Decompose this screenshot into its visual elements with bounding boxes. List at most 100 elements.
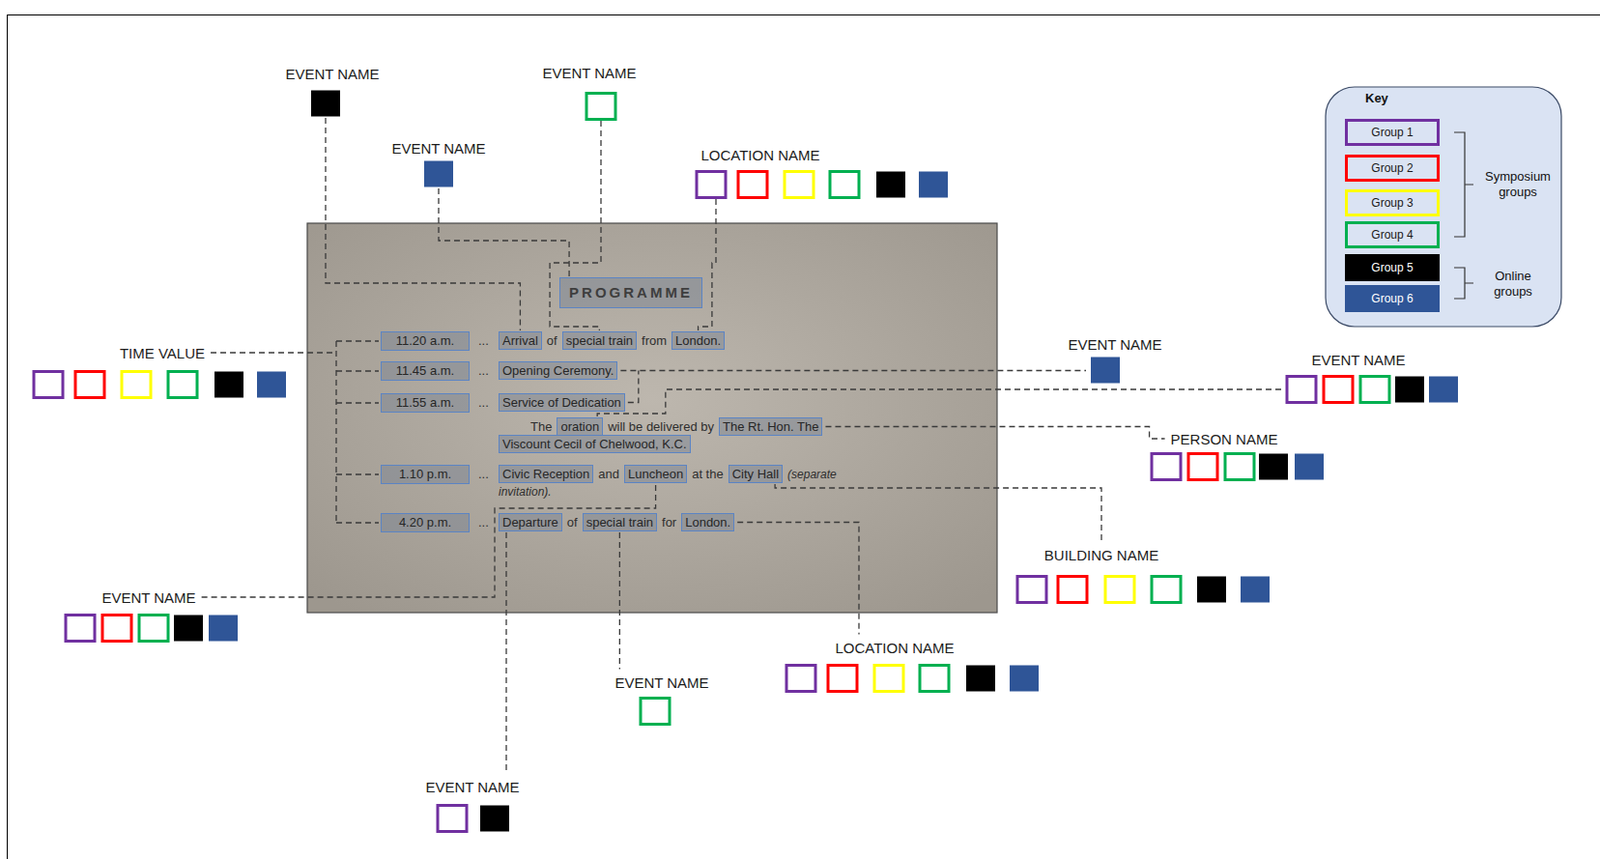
entity-type-label: EVENT NAME (425, 778, 519, 796)
legend-swatch: Group 1 (1344, 118, 1440, 146)
group-mark (1323, 376, 1353, 403)
node-text: Departure (502, 514, 559, 530)
group-mark (480, 805, 510, 832)
leader-line (505, 532, 507, 774)
entity-type-label: EVENT NAME (614, 674, 709, 691)
group-mark (1360, 376, 1390, 403)
leader-dots: ... (478, 464, 489, 485)
leader-line (620, 370, 1086, 372)
leader-line (698, 199, 716, 331)
leader-line (336, 370, 379, 372)
node-text: Arrival (502, 333, 539, 348)
legend-text: Group 2 (1371, 161, 1413, 175)
annotated-span-box: oration (556, 417, 603, 436)
leader-line (825, 427, 1165, 440)
programme-photo (307, 223, 998, 613)
group-mark (1151, 576, 1181, 603)
group-mark (829, 171, 859, 199)
programme-text: The (530, 419, 552, 434)
group-mark (828, 665, 858, 692)
annotated-span-box: Opening Ceremony. (498, 361, 618, 380)
node-text: London. (685, 514, 731, 530)
group-mark (1428, 376, 1458, 403)
legend-text: Group 6 (1371, 291, 1413, 306)
group-mark (1151, 454, 1181, 481)
annotated-span-box: special train (562, 331, 637, 350)
entity-type-label: LOCATION NAME (834, 639, 954, 657)
node-text: 11.20 a.m. (396, 333, 455, 348)
programme-line: Opening Ceremony. (498, 362, 623, 380)
node-text: special train (566, 333, 633, 348)
annotated-span-box: Departure (498, 513, 563, 532)
group-mark (33, 371, 63, 399)
group-mark (1286, 376, 1316, 403)
programme-line: Civic ReceptionandLuncheonat theCity Hal… (498, 465, 881, 501)
group-mark (586, 93, 616, 120)
leader-line (336, 521, 379, 523)
entity-type-label: EVENT NAME (285, 65, 379, 83)
group-mark (738, 171, 768, 199)
leader-line (336, 401, 379, 403)
node-text: London. (675, 333, 721, 348)
programme-text: from (641, 333, 667, 348)
node-text: 11.55 a.m. (396, 395, 455, 410)
programme-text: at the (691, 466, 724, 482)
leader-line (325, 117, 520, 331)
group-mark (214, 371, 244, 399)
key-title: Key (1365, 90, 1389, 106)
group-mark (640, 698, 670, 725)
group-mark (75, 371, 105, 399)
programme-line: Departureofspecial trainforLondon. (498, 514, 740, 532)
programme-line: Arrivalofspecial trainfromLondon. (498, 332, 730, 350)
annotated-span-box: Civic Reception (498, 464, 594, 484)
legend-swatch: Group 3 (1344, 189, 1440, 217)
group-mark (876, 171, 906, 199)
leader-dots: ... (478, 361, 489, 381)
group-mark (1105, 576, 1135, 603)
entity-type-label: EVENT NAME (1311, 351, 1405, 369)
group-mark (1057, 576, 1087, 603)
leader-dots: ... (478, 331, 489, 351)
node-text: Luncheon (628, 466, 684, 482)
group-mark (918, 171, 948, 199)
node-text: oration (560, 419, 600, 434)
entity-type-label: PERSON NAME (1171, 430, 1279, 448)
group-mark (784, 171, 814, 199)
time-span-box: 4.20 p.m. (380, 513, 470, 533)
node-text: City Hall (732, 466, 779, 482)
leader-line (210, 351, 337, 353)
group-category-label: Online groups (1474, 268, 1552, 300)
programme-text: of (567, 514, 578, 530)
leader-line (774, 484, 1102, 543)
leader-line (619, 532, 621, 670)
outer-frame (7, 15, 1600, 859)
programme-line: Service of Dedication (498, 394, 630, 412)
group-mark (121, 371, 151, 399)
annotated-span-box: London. (671, 331, 725, 350)
legend-swatch: Group 2 (1344, 154, 1440, 182)
node-text: 11.45 a.m. (396, 363, 455, 378)
annotated-span-box: Arrival (498, 331, 543, 350)
entity-type-label: EVENT NAME (1067, 336, 1162, 353)
group-mark (966, 665, 996, 692)
legend-swatch: Group 6 (1344, 285, 1440, 313)
group-mark (1017, 576, 1047, 603)
group-bracket (1454, 267, 1474, 299)
entity-type-label: EVENT NAME (101, 589, 196, 606)
group-bracket (1454, 132, 1474, 237)
key-panel (1325, 86, 1562, 327)
group-mark (1294, 454, 1324, 481)
legend-swatch: Group 4 (1344, 221, 1440, 249)
group-mark (257, 371, 286, 399)
group-mark (1225, 454, 1255, 481)
group-mark (1258, 454, 1288, 481)
annotated-span-box: special train (582, 513, 658, 532)
leader-line (335, 341, 337, 523)
group-mark (1240, 576, 1270, 603)
group-mark (139, 615, 169, 642)
entity-type-label: LOCATION NAME (700, 146, 820, 164)
leader-line (336, 473, 379, 475)
programme-heading: PROGRAMME (559, 277, 703, 309)
node-text: special train (586, 514, 654, 530)
